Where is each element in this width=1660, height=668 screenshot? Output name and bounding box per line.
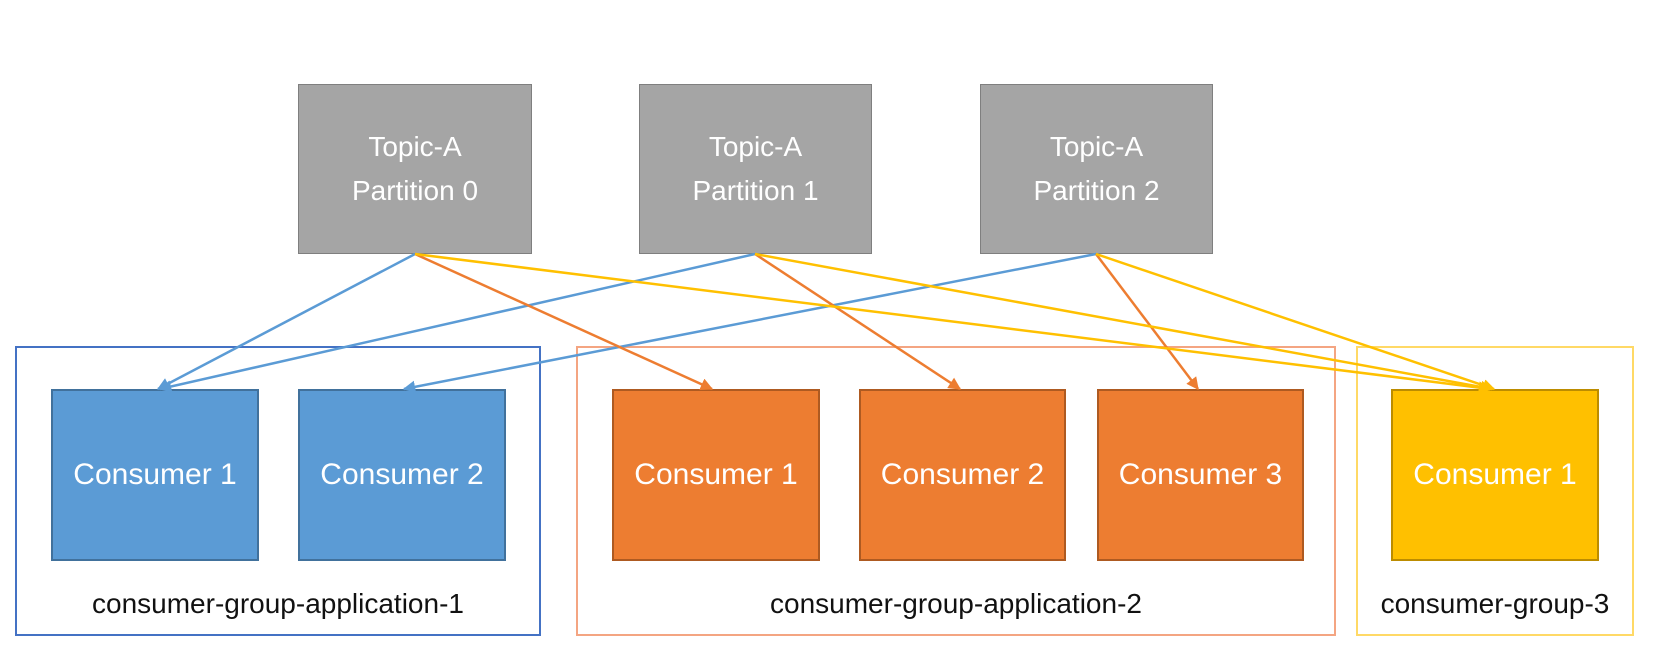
- group-2-consumer-3: Consumer 3: [1097, 389, 1304, 561]
- consumer-group-1-label: consumer-group-application-1: [92, 588, 464, 619]
- group-1-consumer-2: Consumer 2: [298, 389, 506, 561]
- group-2-consumer-3-label: Consumer 3: [1118, 458, 1283, 491]
- group-3-consumer-1-label: Consumer 1: [1413, 458, 1577, 491]
- group-3-consumer-1: Consumer 1: [1391, 389, 1599, 561]
- group-2-consumer-2: Consumer 2: [859, 389, 1066, 561]
- group-1-consumer-2-label: Consumer 2: [320, 458, 484, 491]
- partition-0-name: Partition 0: [351, 175, 479, 206]
- partition-2-topic: Topic-A: [1049, 131, 1144, 162]
- group-2-consumer-2-label: Consumer 2: [880, 458, 1045, 491]
- group-1-consumer-1: Consumer 1: [51, 389, 259, 561]
- consumer-group-2-label: consumer-group-application-2: [770, 588, 1142, 619]
- partition-2-name: Partition 2: [1033, 175, 1160, 206]
- partition-0-topic: Topic-A: [368, 131, 462, 162]
- partition-1-topic: Topic-A: [708, 131, 803, 162]
- partition-1-box: Topic-A Partition 1: [639, 84, 872, 254]
- group-1-consumer-1-label: Consumer 1: [73, 458, 237, 491]
- partition-1-name: Partition 1: [692, 175, 819, 206]
- group-2-consumer-1: Consumer 1: [612, 389, 820, 561]
- consumer-group-3-box: [1356, 346, 1634, 636]
- consumer-group-3-label: consumer-group-3: [1380, 588, 1610, 619]
- partition-2-box: Topic-A Partition 2: [980, 84, 1213, 254]
- partition-0-box: Topic-A Partition 0: [298, 84, 532, 254]
- group-2-consumer-1-label: Consumer 1: [634, 458, 798, 491]
